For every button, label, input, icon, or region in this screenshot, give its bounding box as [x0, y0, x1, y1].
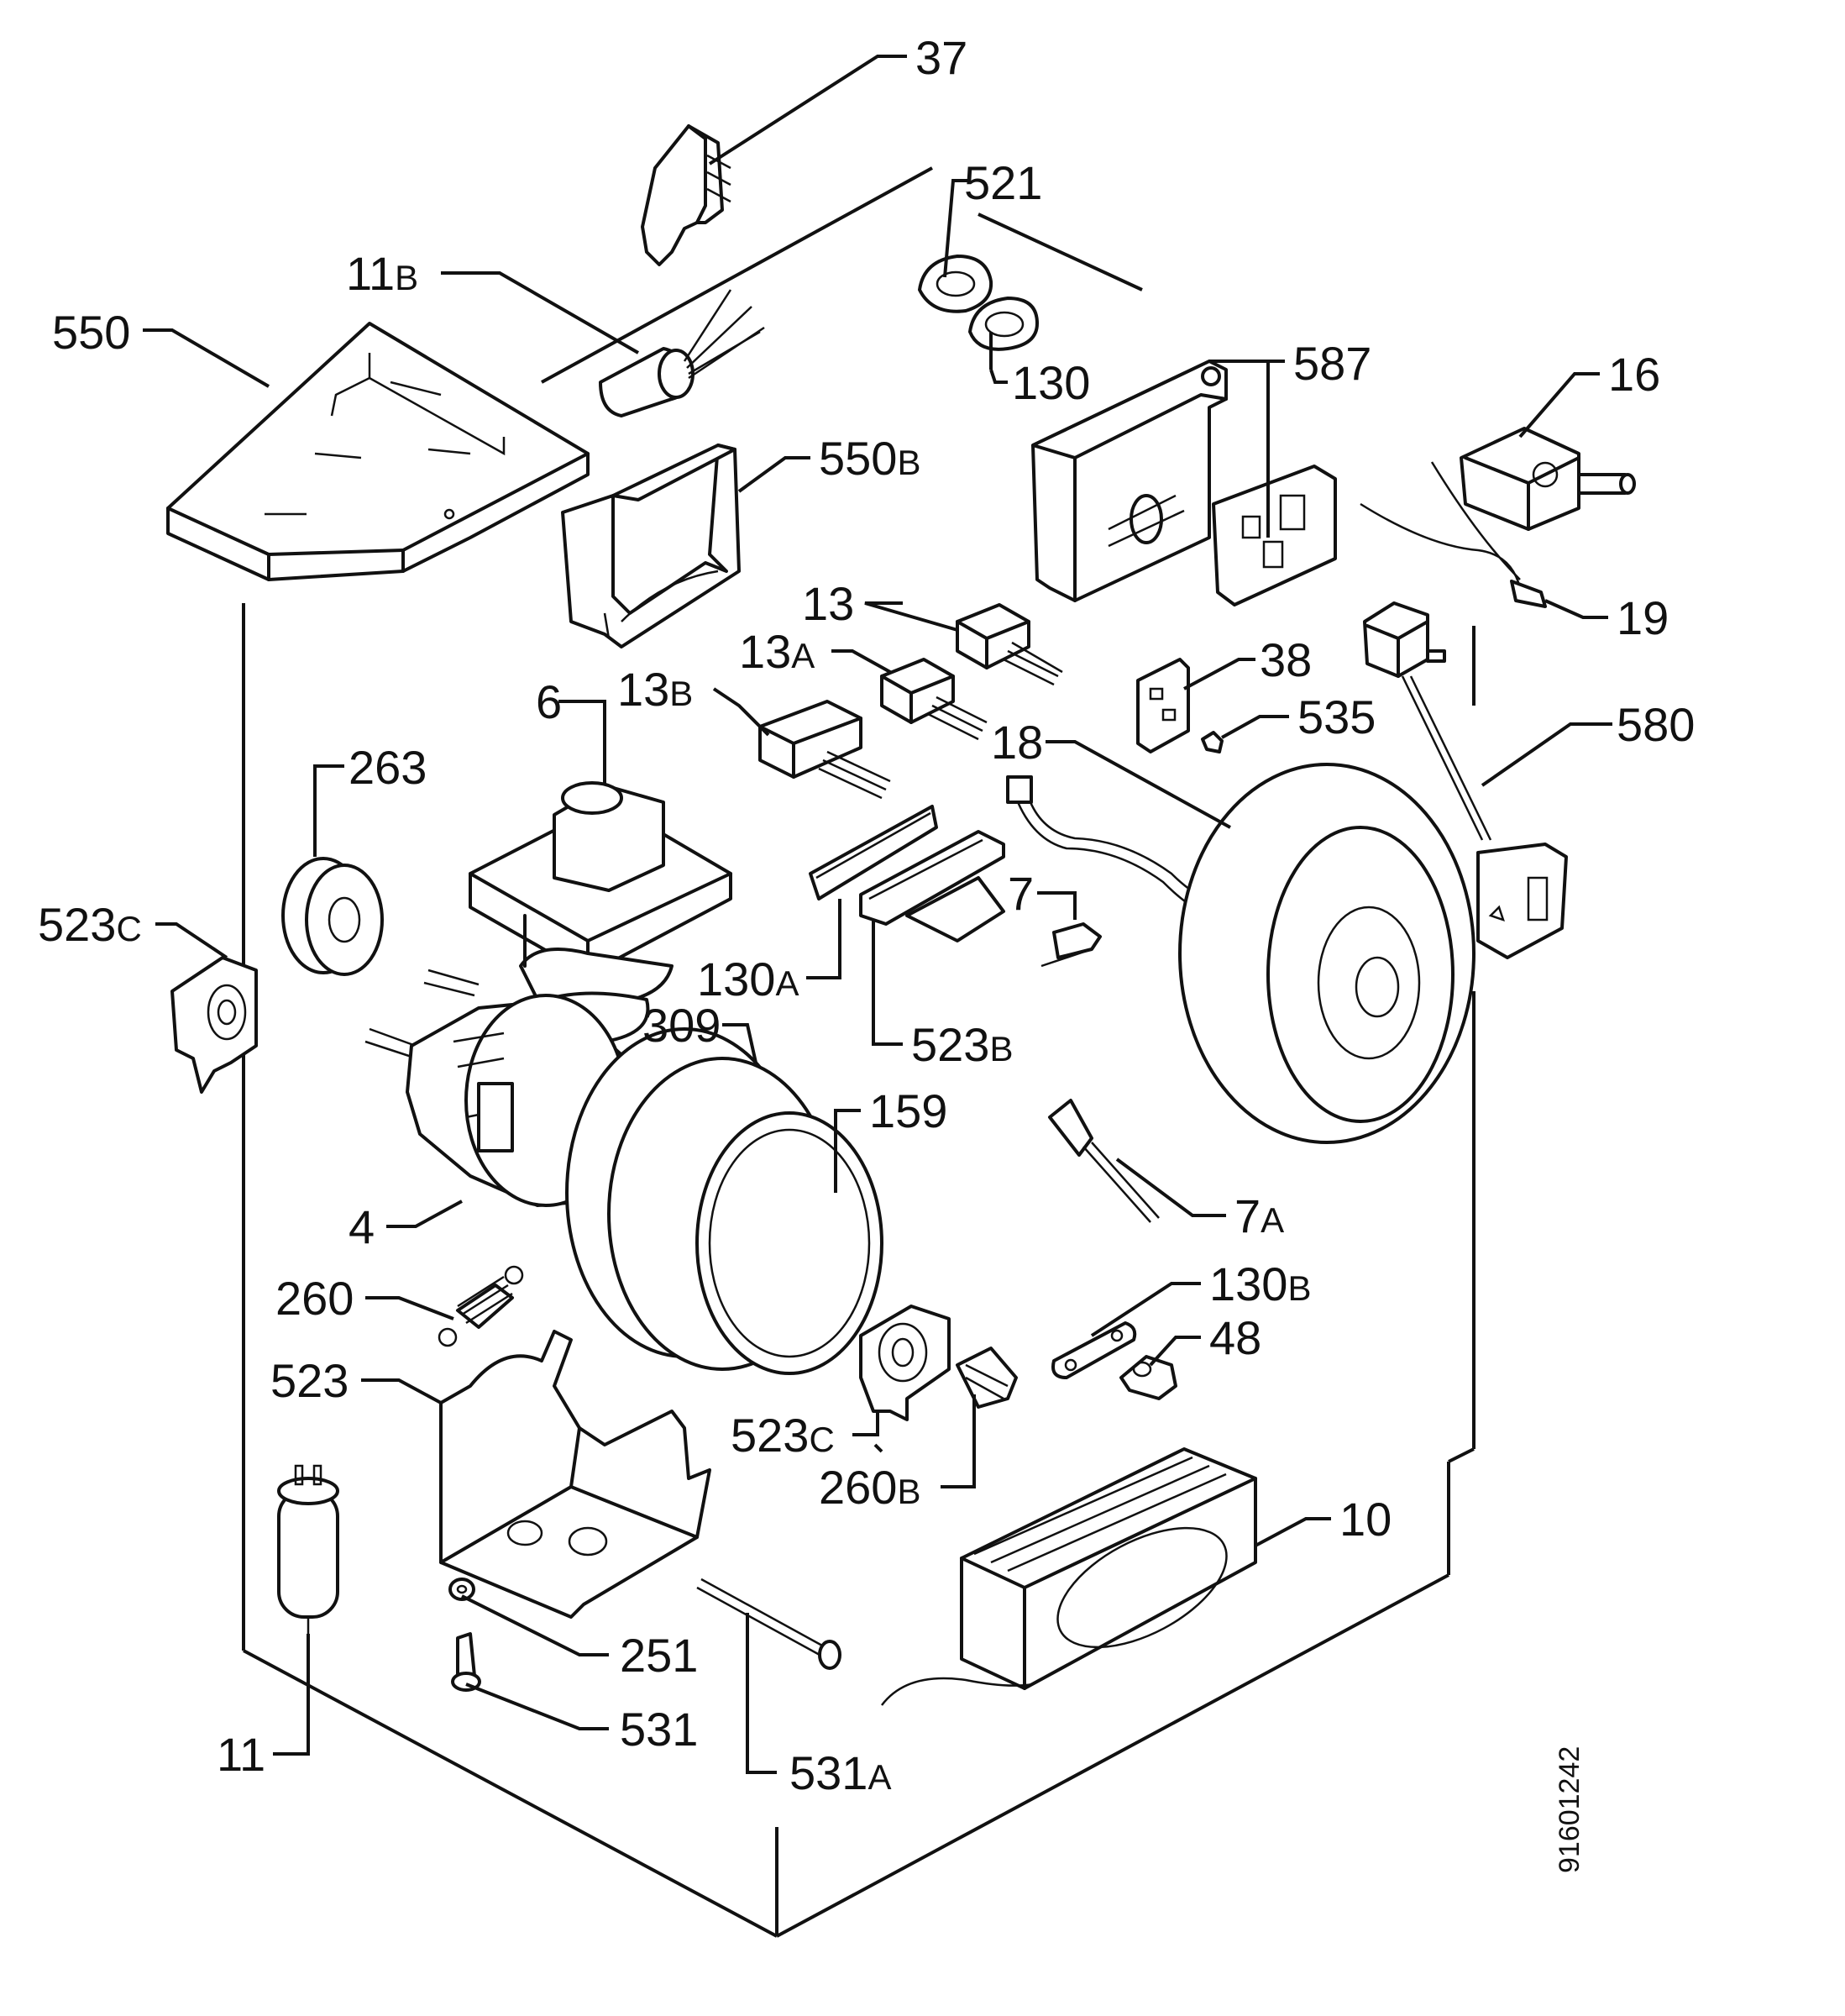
part-13b-connector — [758, 700, 891, 800]
label-550b: 550B — [819, 432, 920, 485]
label-521: 521 — [964, 156, 1042, 209]
label-13b: 13B — [617, 663, 693, 716]
part-531-screw — [451, 1632, 481, 1692]
label-159: 159 — [869, 1084, 947, 1137]
part-16-switch — [1460, 427, 1636, 531]
label-263: 263 — [349, 741, 427, 794]
label-38: 38 — [1260, 633, 1312, 686]
label-130b: 130B — [1209, 1257, 1311, 1310]
label-130a: 130A — [697, 953, 799, 1005]
label-7: 7 — [1008, 867, 1034, 920]
label-48: 48 — [1209, 1311, 1261, 1364]
label-16: 16 — [1608, 348, 1660, 401]
part-labels: 37 521 11B 550 130 587 16 550B 13 19 13A… — [38, 31, 1695, 1799]
part-11-capacitor — [277, 1464, 339, 1634]
part-130-gasket — [968, 297, 1039, 351]
part-19-sensor — [1360, 461, 1547, 608]
part-523b-filter — [859, 830, 1005, 942]
label-4: 4 — [349, 1200, 375, 1253]
label-309: 309 — [642, 999, 721, 1052]
label-130: 130 — [1012, 356, 1090, 409]
part-550-top-cover — [166, 322, 590, 581]
label-6: 6 — [536, 675, 562, 728]
part-523c-left-bracket — [170, 956, 258, 1094]
part-260-spring — [438, 1265, 524, 1347]
part-130a-seal — [809, 805, 938, 900]
part-7-clip — [1040, 922, 1102, 968]
label-11: 11 — [217, 1728, 265, 1781]
label-19: 19 — [1617, 591, 1669, 644]
part-37-bracket — [641, 124, 731, 266]
label-523c-left: 523C — [38, 898, 142, 951]
part-13-connector — [956, 603, 1063, 686]
part-521-gasket — [918, 255, 993, 313]
label-37: 37 — [915, 31, 967, 84]
drawing-number: 91601242 — [1554, 1746, 1586, 1873]
part-535-clip — [1201, 731, 1224, 753]
label-251: 251 — [620, 1629, 698, 1682]
leader-lines — [143, 55, 1612, 1774]
label-587: 587 — [1293, 337, 1371, 390]
part-550b-baffle — [561, 444, 741, 648]
label-13a: 13A — [739, 625, 815, 678]
label-260b: 260B — [819, 1461, 920, 1514]
part-159-drum-wheel — [607, 1057, 883, 1375]
part-6-pump — [469, 781, 732, 1043]
cabinet-frame — [242, 166, 1475, 1938]
label-535: 535 — [1297, 690, 1376, 743]
label-11b: 11B — [346, 247, 418, 300]
part-11b-capacitor — [599, 289, 765, 417]
label-7a: 7A — [1234, 1189, 1284, 1242]
label-523b: 523B — [911, 1018, 1013, 1071]
part-10-heater — [881, 1447, 1257, 1706]
part-7a-sensor — [1048, 1099, 1160, 1223]
label-260: 260 — [275, 1272, 354, 1325]
label-10: 10 — [1339, 1493, 1392, 1546]
label-531: 531 — [620, 1703, 698, 1756]
part-38-board — [1136, 658, 1190, 753]
part-587-housing — [1031, 360, 1337, 606]
part-130b-link — [1051, 1321, 1137, 1379]
label-550: 550 — [52, 306, 130, 359]
part-263-pulley — [281, 857, 384, 976]
label-523: 523 — [270, 1354, 349, 1407]
part-13a-connector — [880, 658, 988, 741]
label-18: 18 — [991, 716, 1043, 769]
part-260b-spring — [956, 1347, 1018, 1409]
part-523-cradle — [439, 1330, 711, 1619]
part-531a-bolt — [696, 1578, 841, 1670]
part-523c-right-bracket — [859, 1305, 951, 1421]
label-13: 13 — [802, 577, 854, 630]
label-580: 580 — [1617, 698, 1695, 751]
part-580-switch — [1363, 601, 1568, 959]
part-251-grommet — [448, 1578, 475, 1601]
part-48-fitting — [1119, 1355, 1177, 1400]
part-18-fan-wheel — [1006, 763, 1475, 1144]
label-523c-right: 523C — [731, 1409, 835, 1462]
label-531a: 531A — [789, 1746, 891, 1799]
